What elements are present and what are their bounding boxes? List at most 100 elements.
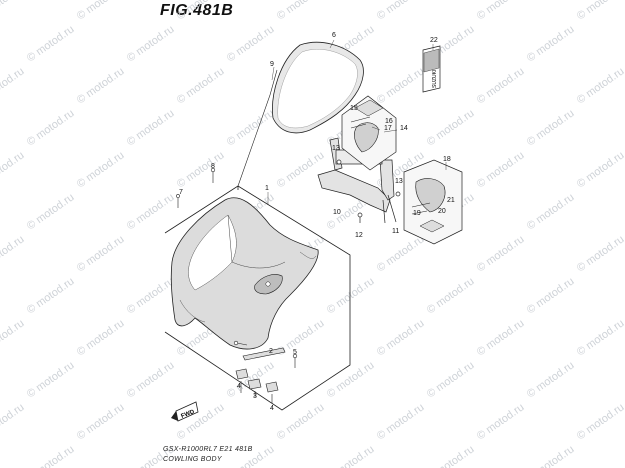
- suzuki-emblem: SUZUKI: [422, 45, 441, 93]
- fwd-label: FWD: [180, 409, 196, 420]
- watermark-text: © motod.ru: [575, 65, 625, 106]
- callout-15: 15: [350, 105, 358, 112]
- model-line: GSX-R1000RL7 E21 481B: [163, 446, 253, 453]
- watermark-text: © motod.ru: [75, 0, 127, 22]
- watermark-text: © motod.ru: [175, 0, 227, 22]
- cowling-body: [170, 197, 319, 350]
- bracket-set-box-18: [403, 159, 463, 245]
- watermark-text: © motod.ru: [125, 191, 177, 232]
- watermark-text: © motod.ru: [475, 65, 527, 106]
- callout-8: 8: [211, 163, 215, 170]
- watermark-text: © motod.ru: [175, 65, 227, 106]
- windscreen: [272, 41, 364, 134]
- figure-title: FIG.481B: [160, 2, 234, 19]
- callout-13b: 13: [395, 178, 403, 185]
- watermark-text: © motod.ru: [75, 233, 127, 274]
- watermark-text: © motod.ru: [525, 191, 577, 232]
- watermark-text: © motod.ru: [0, 65, 26, 106]
- watermark-text: © motod.ru: [0, 0, 26, 22]
- watermark-text: © motod.ru: [425, 443, 477, 468]
- watermark-text: © motod.ru: [475, 149, 527, 190]
- callout-4a: 4: [237, 383, 241, 390]
- watermark-text: © motod.ru: [75, 149, 127, 190]
- watermark-text: © motod.ru: [575, 149, 625, 190]
- watermark-text: © motod.ru: [375, 0, 427, 22]
- callout-11: 11: [392, 228, 399, 235]
- watermark-text: © motod.ru: [375, 65, 427, 106]
- cowling-stay: [317, 137, 401, 224]
- watermark-text: © motod.ru: [475, 317, 527, 358]
- watermark-text: © motod.ru: [25, 359, 77, 400]
- watermark-text: © motod.ru: [525, 107, 577, 148]
- watermark-text: © motod.ru: [75, 65, 127, 106]
- fwd-arrow: FWD: [171, 401, 199, 422]
- watermark-text: © motod.ru: [575, 317, 625, 358]
- watermark-text: © motod.ru: [175, 149, 227, 190]
- emblem-text: SUZUKI: [432, 70, 438, 88]
- watermark-text: © motod.ru: [325, 275, 377, 316]
- watermark-text: © motod.ru: [0, 149, 26, 190]
- small-parts: [176, 167, 298, 403]
- watermark-text: © motod.ru: [325, 443, 377, 468]
- watermark-text: © motod.ru: [25, 107, 77, 148]
- watermark-text: © motod.ru: [425, 359, 477, 400]
- watermark-text: © motod.ru: [0, 317, 26, 358]
- callout-1: 1: [265, 185, 269, 192]
- watermark-text: © motod.ru: [375, 233, 427, 274]
- watermark-text: © motod.ru: [525, 359, 577, 400]
- watermark-text: © motod.ru: [475, 233, 527, 274]
- watermark-text: © motod.ru: [75, 317, 127, 358]
- watermark-text: © motod.ru: [575, 0, 625, 22]
- figure-subtitle: COWLING BODY: [163, 456, 222, 463]
- watermark-text: © motod.ru: [275, 0, 327, 22]
- watermark-text: © motod.ru: [375, 401, 427, 442]
- callout-7: 7: [179, 189, 183, 196]
- watermark-text: © motod.ru: [225, 107, 277, 148]
- callout-4b: 4: [270, 405, 274, 412]
- watermark-text: © motod.ru: [125, 107, 177, 148]
- cowling-frame: [164, 185, 351, 411]
- watermark-text: © motod.ru: [25, 191, 77, 232]
- watermark-text: © motod.ru: [0, 401, 26, 442]
- callout-12: 12: [355, 232, 363, 239]
- watermark-text: © motod.ru: [175, 401, 227, 442]
- callout-10: 10: [333, 209, 341, 216]
- watermark-text: © motod.ru: [325, 359, 377, 400]
- callout-21: 21: [447, 197, 455, 204]
- watermark-text: © motod.ru: [575, 401, 625, 442]
- callout-labels: 1 2 3 4 4 5 6 7 8 9 10 11 12 13 13 14 15…: [179, 32, 455, 412]
- watermark-text: © motod.ru: [475, 0, 527, 22]
- watermark-text: © motod.ru: [225, 23, 277, 64]
- watermark-text: © motod.ru: [475, 401, 527, 442]
- watermark-text: © motod.ru: [525, 275, 577, 316]
- watermark-text: © motod.ru: [25, 275, 77, 316]
- callout-16: 16: [385, 118, 393, 125]
- leader-lines: [267, 39, 447, 205]
- callout-2: 2: [269, 348, 273, 355]
- watermark-text: © motod.ru: [575, 233, 625, 274]
- watermark-text: © motod.ru: [75, 401, 127, 442]
- watermark-text: © motod.ru: [375, 317, 427, 358]
- watermark-text: © motod.ru: [25, 23, 77, 64]
- watermark-text: © motod.ru: [125, 275, 177, 316]
- callout-22: 22: [430, 37, 438, 44]
- watermark-text: © motod.ru: [525, 23, 577, 64]
- watermark-text: © motod.ru: [25, 443, 77, 468]
- watermark-text: © motod.ru: [275, 149, 327, 190]
- watermark-text: © motod.ru: [425, 107, 477, 148]
- watermark-text: © motod.ru: [275, 401, 327, 442]
- callout-9: 9: [270, 61, 274, 68]
- callout-5: 5: [293, 349, 297, 356]
- callout-3: 3: [253, 393, 257, 400]
- bracket-set-box-14: [341, 95, 397, 171]
- callout-6: 6: [332, 32, 336, 39]
- watermark-text: © motod.ru: [0, 233, 26, 274]
- callout-14: 14: [400, 125, 408, 132]
- callout-17: 17: [384, 125, 392, 132]
- callout-19: 19: [413, 210, 421, 217]
- watermark-text: © motod.ru: [225, 359, 277, 400]
- watermark-text: © motod.ru: [425, 275, 477, 316]
- callout-13a: 13: [332, 145, 340, 152]
- watermark-text: © motod.ru: [125, 23, 177, 64]
